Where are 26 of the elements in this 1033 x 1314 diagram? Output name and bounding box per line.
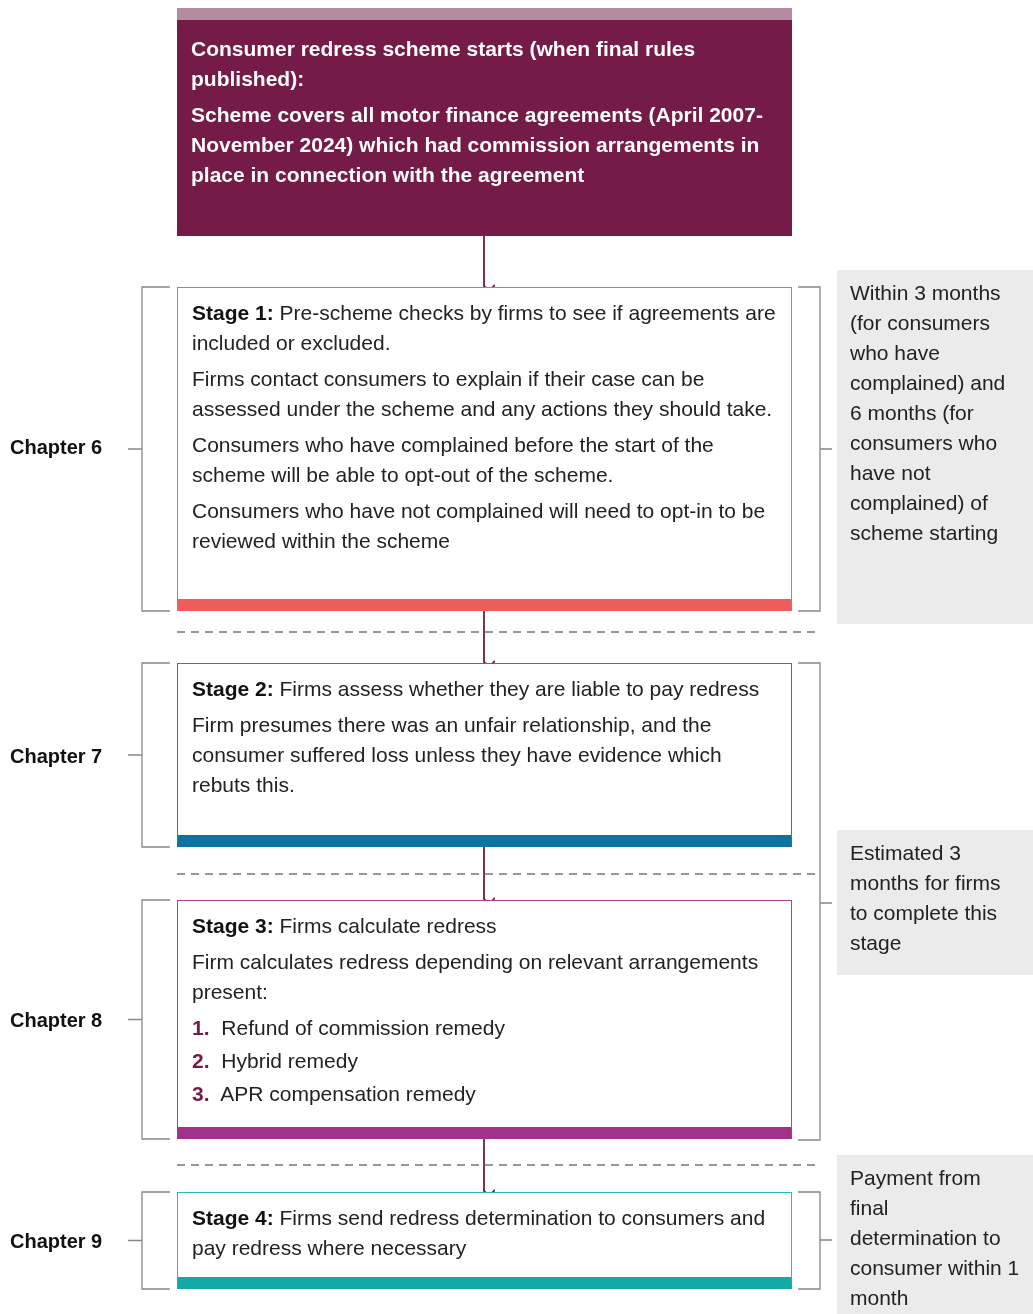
note-text: Within 3 months (for consumers who have complained) and 6 months (for consumers who have not complained) of scheme starting [850, 280, 1007, 546]
box-text: Scheme covers all motor finance agreements (April 2007- November 2024) which had commission arrangements in place in connection with the agreement [191, 102, 764, 188]
stage-heading: Stage 3: Firms calculate redress [192, 913, 498, 939]
list-item: 1. Refund of commission remedy [192, 1015, 506, 1041]
note-text: Payment from final determination to consumer within 1 month [850, 1165, 1020, 1311]
body-text: Firm presumes there was an unfair relationship, and the consumer suffered loss unless they have evidence which rebuts this. [192, 712, 723, 798]
stage-heading: Stage 1: Pre-scheme checks by firms to see if agreements are included or excluded. [192, 300, 777, 356]
body-text: Firm calculates redress depending on relevant arrangements present: [192, 949, 760, 1005]
chapter-label: Chapter 8 [10, 1008, 103, 1032]
stage-box [177, 663, 792, 847]
body-text: Consumers who have complained before the start of the scheme will be able to opt-out of the scheme. [192, 432, 715, 488]
box-text: Consumer redress scheme starts (when final rules published): [191, 36, 697, 92]
chapter-label: Chapter 7 [10, 744, 103, 768]
chapter-label: Chapter 9 [10, 1229, 103, 1253]
body-text: Consumers who have not complained will need to opt-in to be reviewed within the scheme [192, 498, 767, 554]
body-text: Firms contact consumers to explain if their case can be assessed under the scheme and any actions they should take. [192, 366, 774, 422]
stage-box [177, 287, 792, 611]
list-item: 3. APR compensation remedy [192, 1081, 477, 1107]
scheme-start-box [177, 8, 792, 236]
stage-box [177, 1192, 792, 1289]
list-item: 2. Hybrid remedy [192, 1048, 359, 1074]
chapter-label: Chapter 6 [10, 435, 103, 459]
stage-heading: Stage 2: Firms assess whether they are liable to pay redress [192, 676, 761, 702]
stage-heading: Stage 4: Firms send redress determination to consumers and pay redress where necessary [192, 1205, 767, 1261]
note-text: Estimated 3 months for firms to complete this stage [850, 840, 1002, 956]
stage-box [177, 900, 792, 1139]
